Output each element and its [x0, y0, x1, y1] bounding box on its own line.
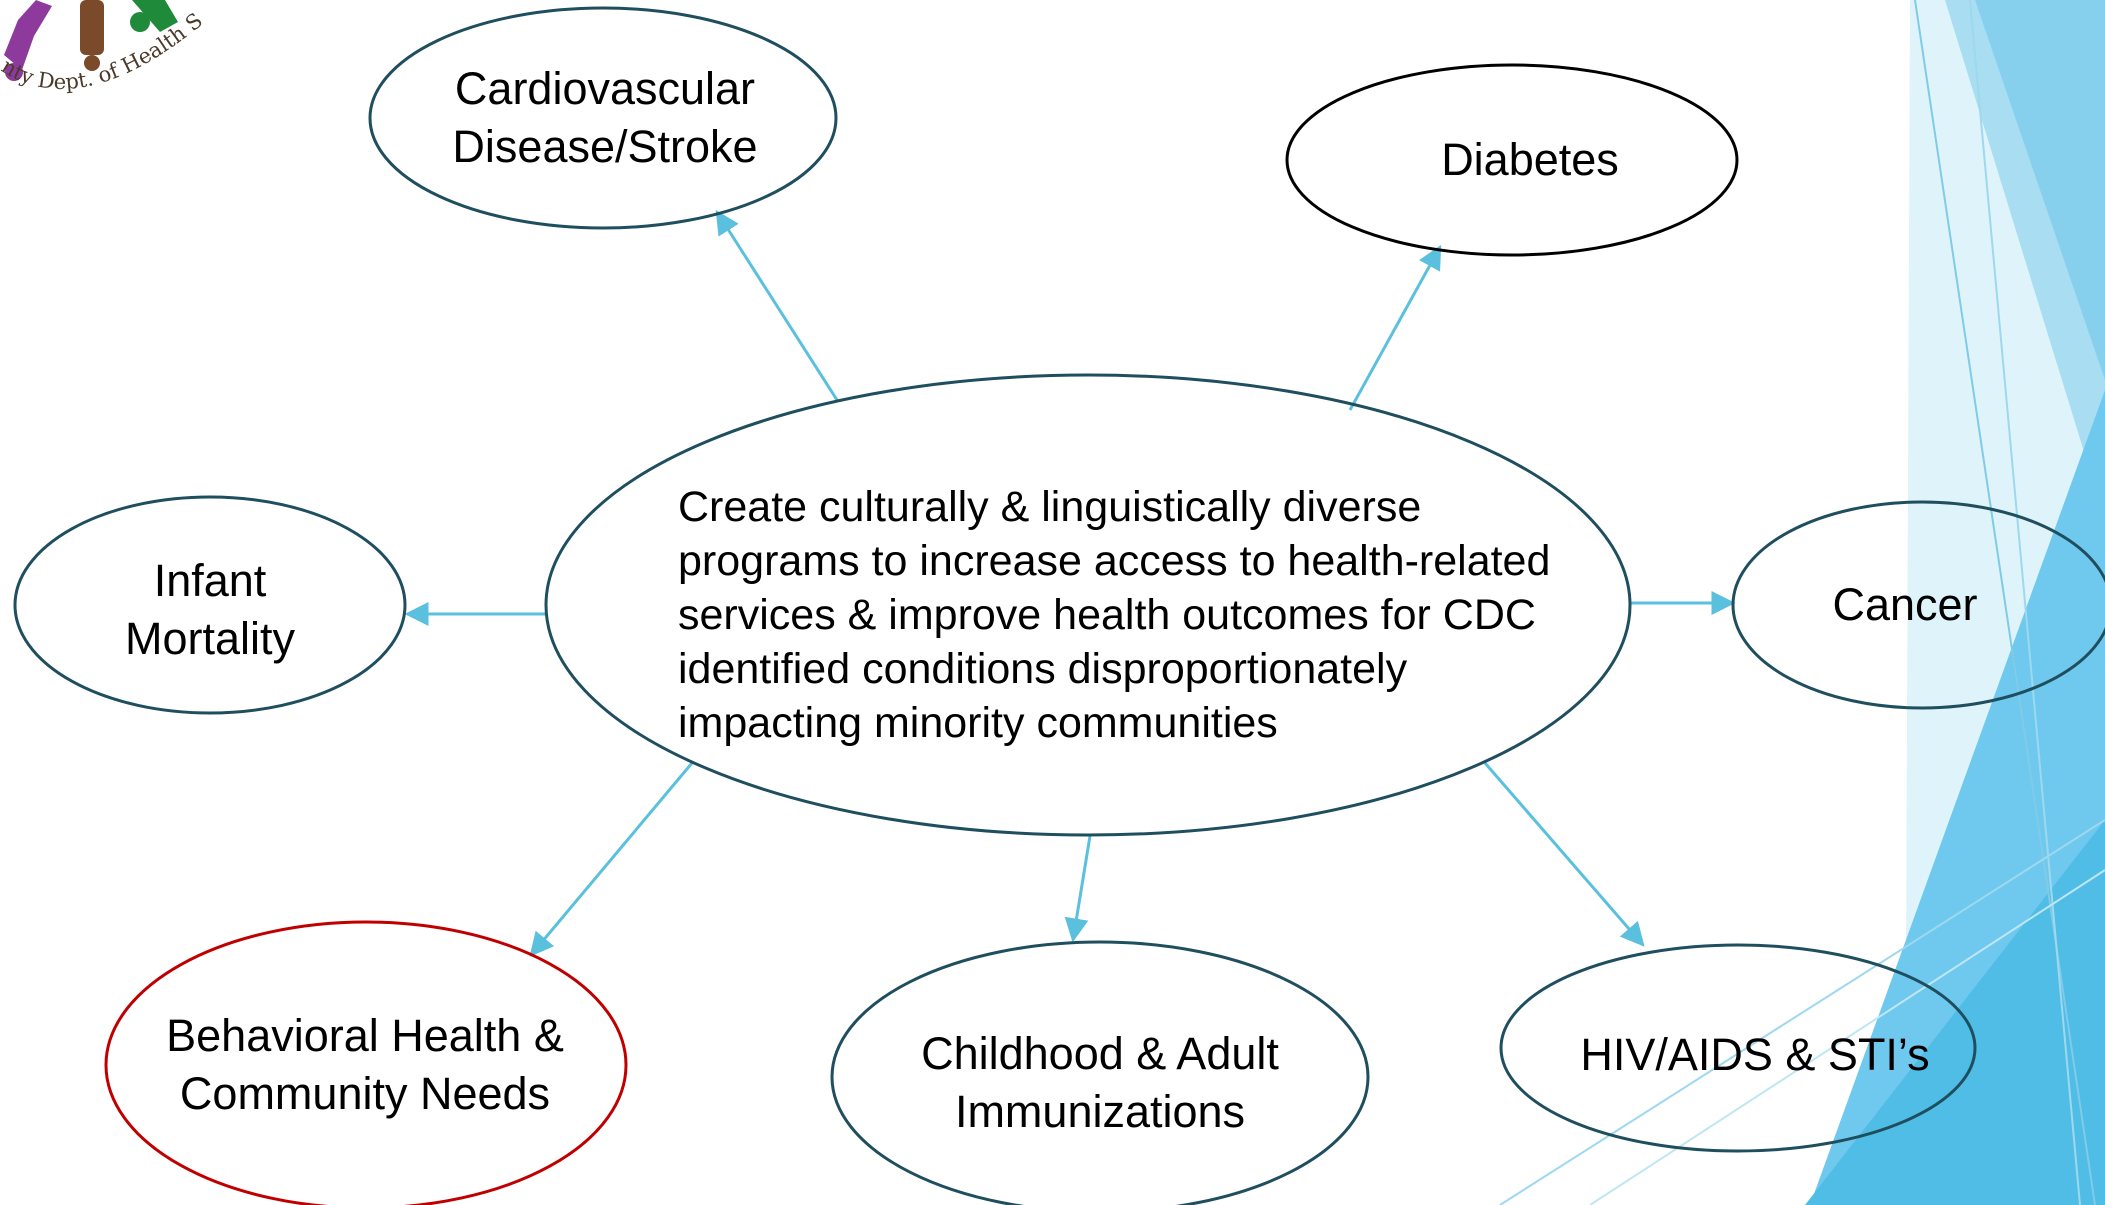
- hiv-ellipse: [1499, 943, 1977, 1153]
- logo-purple-head-icon: [5, 63, 23, 81]
- decor-mid-triangle: [1975, 0, 2105, 380]
- arrow-to-hiv: [1483, 762, 1645, 947]
- center-goal-line: identified conditions disproportionately: [678, 645, 1408, 693]
- logo-purple-figure-icon: [4, 0, 52, 70]
- center-goal-line: programs to increase access to health-re…: [678, 537, 1551, 585]
- cardiovascular-ellipse: [368, 6, 838, 230]
- logo-green-figure-icon: [132, 0, 178, 32]
- arrow-to-diabetes: [1348, 244, 1442, 411]
- decor-line-1: [1914, 0, 2096, 1205]
- cancer-label: Cancer: [1832, 579, 1978, 630]
- infant-mortality-ellipse: [13, 495, 407, 715]
- decor-bottom-triangle: [1805, 820, 2105, 1205]
- infant-mortality-label: Infant Mortality: [124, 555, 296, 664]
- arrow-to-cardiovascular: [715, 209, 839, 401]
- center-goal-line: services & improve health outcomes for C…: [678, 591, 1536, 639]
- immunizations-ellipse: [830, 940, 1370, 1205]
- center-goal-text: Create culturally & linguistically diver…: [678, 480, 1618, 750]
- cardiovascular-label: Cardiovascular Disease/Stroke: [452, 63, 758, 172]
- cancer-ellipse: [1731, 500, 2105, 710]
- logo-brown-figure-icon: [80, 0, 104, 55]
- arrow-to-behavioral-health: [529, 762, 694, 957]
- center-ellipse: [544, 373, 1632, 837]
- decor-line-4: [1589, 869, 2105, 1205]
- arrow-to-immunizations: [1064, 835, 1092, 943]
- behavioral-health-label: Behavioral Health & Community Needs: [166, 1010, 564, 1119]
- decor-line-2: [1969, 0, 2081, 1205]
- logo-green-head-icon: [130, 12, 150, 32]
- behavioral-health-ellipse: [104, 920, 628, 1205]
- center-goal-line: Create culturally & linguistically diver…: [678, 483, 1422, 531]
- diabetes-ellipse: [1285, 63, 1739, 257]
- diabetes-label: Diabetes: [1441, 134, 1619, 185]
- center-goal-line: impacting minority communities: [678, 699, 1278, 747]
- hiv-label: HIV/AIDS & STI’s: [1580, 1029, 1930, 1080]
- logo: nty Dept. of Health S: [0, 0, 207, 94]
- logo-brown-head-icon: [84, 55, 100, 71]
- decor-line-3: [1499, 819, 2105, 1205]
- immunizations-label: Childhood & Adult Immunizations: [921, 1028, 1279, 1137]
